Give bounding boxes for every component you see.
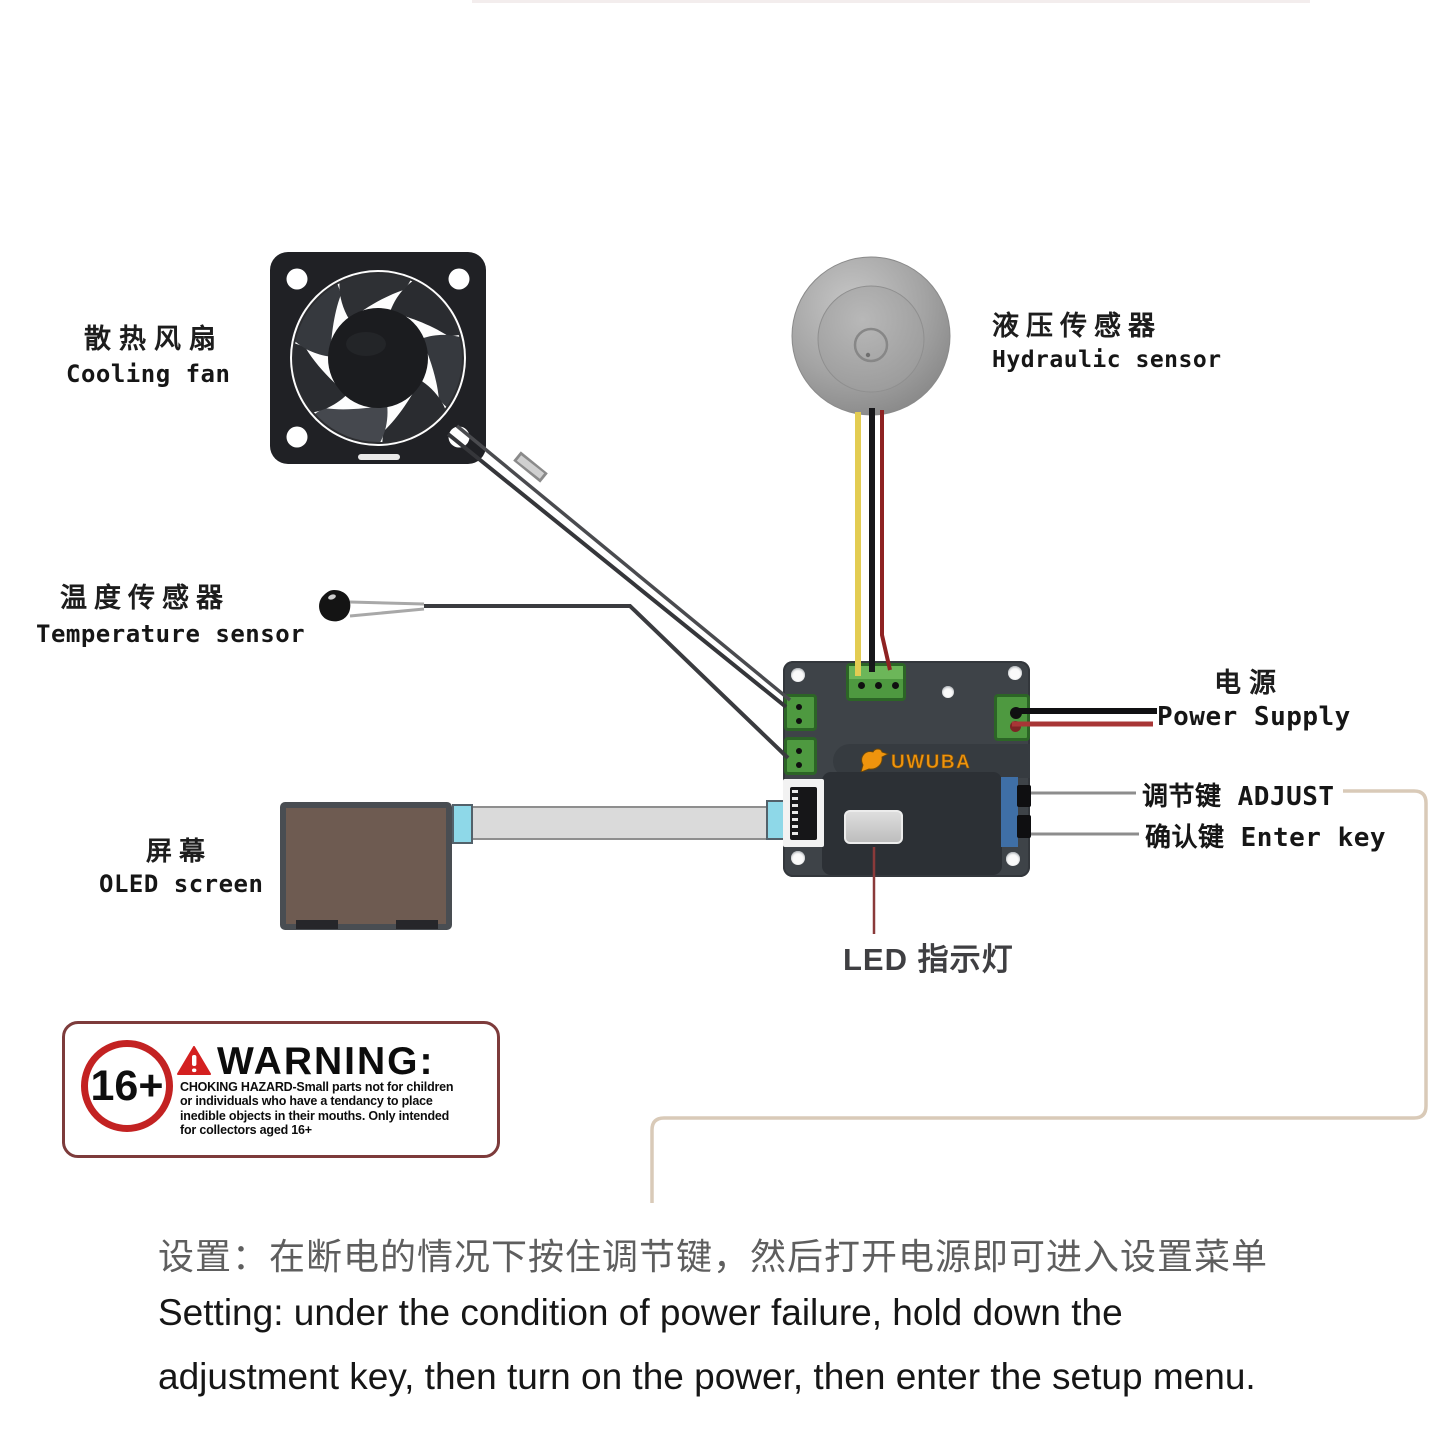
wire-ferrule bbox=[516, 455, 545, 479]
warning-triangle-icon bbox=[177, 1046, 211, 1075]
warning-text-line: or individuals who have a tendancy to pl… bbox=[180, 1094, 433, 1109]
warning-title: WARNING: bbox=[217, 1040, 435, 1083]
temperature-sensor-label-en: Temperature sensor bbox=[36, 620, 306, 648]
hydraulic-sensor-icon bbox=[790, 252, 952, 424]
controller-board: UWUBA bbox=[783, 661, 1031, 877]
adjust-key-label: 调节键 ADJUST bbox=[1142, 782, 1335, 812]
age-16-badge: 16+ bbox=[81, 1040, 173, 1132]
fan-connector bbox=[784, 694, 817, 731]
warning-text: CHOKING HAZARD-Small parts not for child… bbox=[180, 1080, 454, 1137]
hydraulic-wire-red bbox=[880, 410, 892, 671]
led-indicator-window bbox=[844, 810, 903, 844]
temperature-sensor-label-zh: 温度传感器 bbox=[60, 583, 230, 613]
setting-instruction-zh: 设置：在断电的情况下按住调节键，然后打开电源即可进入设置菜单 bbox=[158, 1236, 1269, 1277]
ribbon-cable bbox=[471, 806, 771, 840]
terminal-pin bbox=[858, 682, 865, 689]
oled-screen-label-en: OLED screen bbox=[99, 870, 264, 898]
temp-lead bbox=[349, 607, 425, 618]
temp-sensor-connector bbox=[784, 737, 817, 775]
power-pin-red bbox=[1010, 721, 1021, 732]
choking-warning-box: 16+ WARNING: CHOKING HAZARD-Small parts … bbox=[62, 1021, 500, 1158]
brand-logo: UWUBA bbox=[860, 748, 971, 773]
board-hole bbox=[942, 686, 954, 698]
power-pin-black bbox=[1010, 707, 1022, 719]
connector-pin bbox=[796, 718, 802, 724]
oled-screen-icon bbox=[280, 802, 452, 930]
power-terminal bbox=[994, 694, 1030, 741]
hydraulic-sensor-label-zh: 液压传感器 bbox=[992, 311, 1162, 341]
connector-pin bbox=[796, 704, 802, 710]
cooling-fan-icon bbox=[270, 252, 486, 464]
terminal-pin bbox=[892, 682, 899, 689]
ffc-pins bbox=[792, 790, 798, 837]
temp-lead bbox=[349, 600, 425, 606]
top-border-remnant bbox=[472, 0, 1310, 3]
power-supply-label-zh: 电源 bbox=[1214, 668, 1284, 698]
terminal-lip bbox=[849, 666, 903, 680]
board-screw-hole bbox=[1008, 666, 1022, 680]
connector-pin bbox=[796, 748, 802, 754]
board-screw-hole bbox=[1006, 852, 1020, 866]
oled-mount-tab-right bbox=[396, 920, 438, 929]
fan-wire bbox=[446, 432, 788, 709]
temp-wire bbox=[424, 604, 790, 760]
oled-mount-tab-left bbox=[296, 920, 338, 929]
enter-key-label: 确认键 Enter key bbox=[1145, 823, 1387, 853]
fan-wire bbox=[455, 424, 792, 702]
oled-screen-label-zh: 屏幕 bbox=[146, 837, 213, 866]
adjust-button bbox=[1017, 785, 1031, 807]
cooling-fan-label-zh: 散热风扇 bbox=[84, 324, 224, 354]
ffc-socket bbox=[790, 787, 817, 840]
setting-instruction-en-line2: adjustment key, then turn on the power, … bbox=[158, 1356, 1256, 1397]
pcb-edge bbox=[1001, 777, 1018, 847]
setting-instruction-en-line1: Setting: under the condition of power fa… bbox=[158, 1292, 1123, 1333]
connector-pin bbox=[796, 762, 802, 768]
warning-text-line: CHOKING HAZARD-Small parts not for child… bbox=[180, 1080, 454, 1094]
hydraulic-sensor-label-en: Hydraulic sensor bbox=[992, 347, 1222, 373]
led-indicator-label: LED 指示灯 bbox=[843, 942, 1014, 977]
brand-logo-text: UWUBA bbox=[891, 752, 971, 773]
sensor-terminal-3pin bbox=[846, 663, 906, 701]
enter-button bbox=[1017, 815, 1031, 838]
temperature-sensor-icon bbox=[312, 586, 360, 630]
board-screw-hole bbox=[791, 668, 805, 682]
power-supply-label-en: Power Supply bbox=[1157, 702, 1351, 732]
warning-text-line: for collectors aged 16+ bbox=[180, 1122, 312, 1137]
warning-text-line: inedible objects in their mouths. Only i… bbox=[180, 1108, 450, 1123]
cooling-fan-label-en: Cooling fan bbox=[66, 360, 231, 388]
ribbon-connector-screen bbox=[452, 804, 473, 844]
board-screw-hole bbox=[791, 851, 805, 865]
terminal-pin bbox=[875, 682, 882, 689]
wire-ferrule bbox=[513, 451, 548, 483]
